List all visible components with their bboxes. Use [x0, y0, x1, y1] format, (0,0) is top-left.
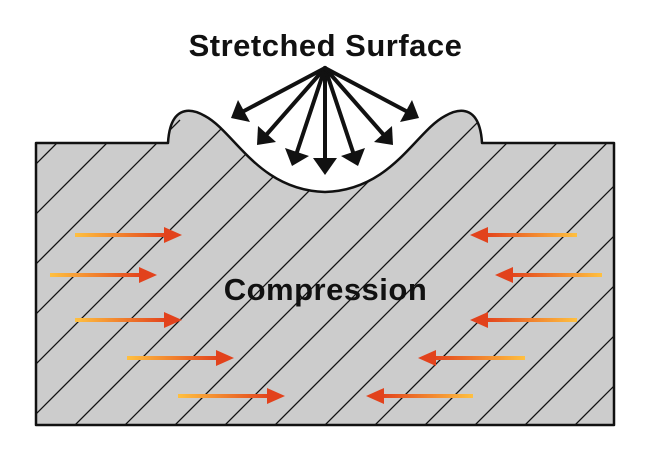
arrow-icon	[470, 227, 577, 243]
material-block	[36, 110, 614, 425]
arrow-icon	[323, 66, 365, 166]
arrow-icon	[418, 350, 525, 366]
compression-label: Compression	[223, 272, 428, 307]
stretched-surface-label: Stretched Surface	[188, 28, 463, 63]
arrow-icon	[313, 66, 337, 175]
arrow-icon	[127, 350, 234, 366]
compression-arrows-left	[50, 227, 285, 404]
material-outline	[34, 109, 616, 427]
compression-arrows-right	[366, 227, 602, 404]
arrow-icon	[323, 66, 393, 145]
arrow-icon	[366, 388, 473, 404]
arrow-icon	[75, 312, 182, 328]
arrow-icon	[323, 66, 419, 122]
arrow-icon	[50, 267, 157, 283]
surface-arrows	[231, 66, 419, 175]
arrow-icon	[75, 227, 182, 243]
arrow-icon	[178, 388, 285, 404]
arrow-icon	[257, 66, 327, 145]
arrow-icon	[231, 66, 327, 122]
arrow-icon	[470, 312, 577, 328]
arrow-icon	[285, 66, 327, 166]
arrow-icon	[495, 267, 602, 283]
